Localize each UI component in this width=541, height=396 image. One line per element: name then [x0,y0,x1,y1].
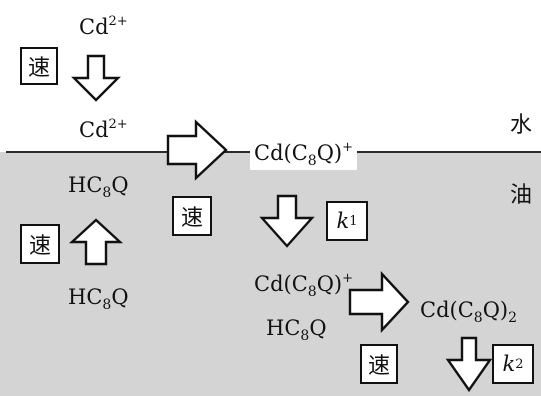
product-complex: Cd(C8Q)2 [420,298,518,326]
hc8q-sub: 8 [102,297,112,313]
complex-charge: + [342,271,354,286]
hc8q-oil-lower-left: HC8Q [68,285,129,313]
complex-interface: Cd(C8Q)+ [250,139,358,170]
right-arrow-lower-icon [348,270,410,334]
down-arrow-water-icon [71,54,121,102]
hc8q-part-b: Q [111,173,129,197]
complex-part-b: Q) [316,272,343,296]
hc8q-part-b: Q [309,316,327,340]
product-sub: 8 [473,310,483,326]
complex-sub: 8 [307,153,317,169]
complex-sub: 8 [307,284,317,300]
complex-charge: + [342,140,354,155]
k1-letter: k [336,209,350,233]
complex-oil-lower: Cd(C8Q)+ [254,272,353,299]
complex-part-a: Cd(C [254,141,308,165]
product-part-b: Q) [482,298,509,322]
hc8q-part-a: HC [68,285,103,309]
hc8q-oil-lower: HC8Q [266,316,327,344]
hc8q-part-a: HC [266,316,301,340]
hc8q-part-a: HC [68,173,103,197]
k2-letter: k [502,352,516,376]
down-arrow-k2-icon [445,336,493,393]
complex-part-b: Q) [316,141,343,165]
hc8q-sub: 8 [102,185,112,201]
water-phase-label: 水 [510,113,533,138]
up-arrow-oil-icon [68,218,124,266]
right-arrow-interface-icon [166,119,228,181]
cd-symbol: Cd [79,118,109,142]
down-arrow-k1-icon [259,194,315,248]
rate-box-lower: 速 [360,344,398,384]
hc8q-part-b: Q [111,285,129,309]
rate-box-water: 速 [20,47,58,85]
k1-subscript: 1 [349,213,358,229]
rate-box-oil-left: 速 [20,224,60,264]
hc8q-sub: 8 [300,328,310,344]
cd-charge: 2+ [108,14,128,29]
cd-ion-interface: Cd2+ [79,118,128,141]
rate-box-interface: 速 [172,196,212,236]
oil-phase-label: 油 [510,183,533,208]
k2-subscript: 2 [515,356,524,372]
product-sub2: 2 [508,310,518,326]
complex-part-a: Cd(C [254,272,308,296]
cd-symbol: Cd [79,15,109,39]
cd-ion-water-top: Cd2+ [79,15,128,38]
hc8q-oil-upper: HC8Q [68,173,129,201]
product-part-a: Cd(C [420,298,474,322]
cd-charge: 2+ [108,117,128,132]
oil-phase-region [0,152,541,396]
